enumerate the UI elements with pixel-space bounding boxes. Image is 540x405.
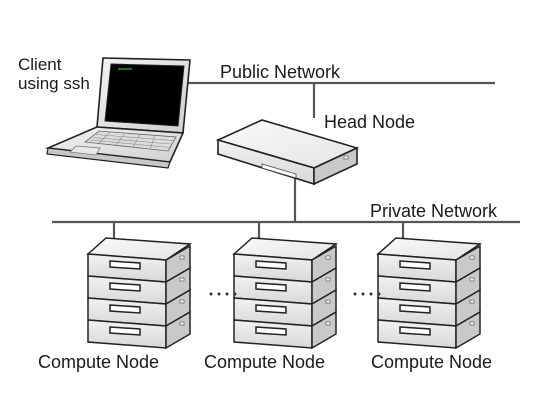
compute-node-label-1: Compute Node	[38, 352, 160, 372]
server-unit-slot	[399, 282, 431, 292]
server-unit-slot	[255, 304, 287, 314]
public-network-label: Public Network	[220, 62, 341, 82]
server-unit-light	[469, 277, 475, 282]
server-unit-slot	[255, 282, 287, 292]
server-unit-slot	[109, 282, 141, 292]
compute-node-label-2: Compute Node	[204, 352, 326, 372]
server-unit-side	[455, 310, 481, 350]
head-node-label: Head Node	[324, 112, 416, 132]
server-unit-light	[469, 255, 475, 260]
server-unit-slot	[399, 260, 431, 270]
compute-node-3-server-icon	[376, 237, 483, 350]
ellipsis-dots	[209, 292, 381, 296]
server-unit-light	[325, 255, 331, 260]
laptop-icon	[44, 57, 191, 169]
server-unit-light	[325, 321, 331, 326]
server-unit-slot	[255, 260, 287, 270]
compute-node-2-server-icon	[232, 237, 339, 350]
server-unit-light	[325, 299, 331, 304]
client-label-line1: Client	[18, 55, 62, 74]
server-unit-slot	[109, 260, 141, 270]
server-unit-slot	[109, 326, 141, 336]
compute-node-1-server-icon	[86, 237, 193, 350]
server-unit-light	[469, 321, 475, 326]
server-unit-slot	[399, 326, 431, 336]
server-unit-slot	[255, 326, 287, 336]
server-unit-side	[165, 310, 191, 350]
head-node-server-icon	[215, 119, 360, 186]
server-unit-light	[179, 255, 185, 260]
server-unit-light	[179, 321, 185, 326]
server-unit-light	[469, 299, 475, 304]
server-unit-light	[179, 277, 185, 282]
server-unit-slot	[399, 304, 431, 314]
compute-node-label-3: Compute Node	[371, 352, 493, 372]
compute-node-stacks	[86, 237, 483, 350]
server-unit-slot	[109, 304, 141, 314]
server-unit-light	[325, 277, 331, 282]
server-unit-light	[179, 299, 185, 304]
server-unit-side	[311, 310, 337, 350]
client-label: Client using ssh	[18, 55, 90, 93]
client-label-line2: using ssh	[18, 74, 90, 93]
network-lines	[52, 81, 520, 248]
private-network-label: Private Network	[370, 201, 498, 221]
